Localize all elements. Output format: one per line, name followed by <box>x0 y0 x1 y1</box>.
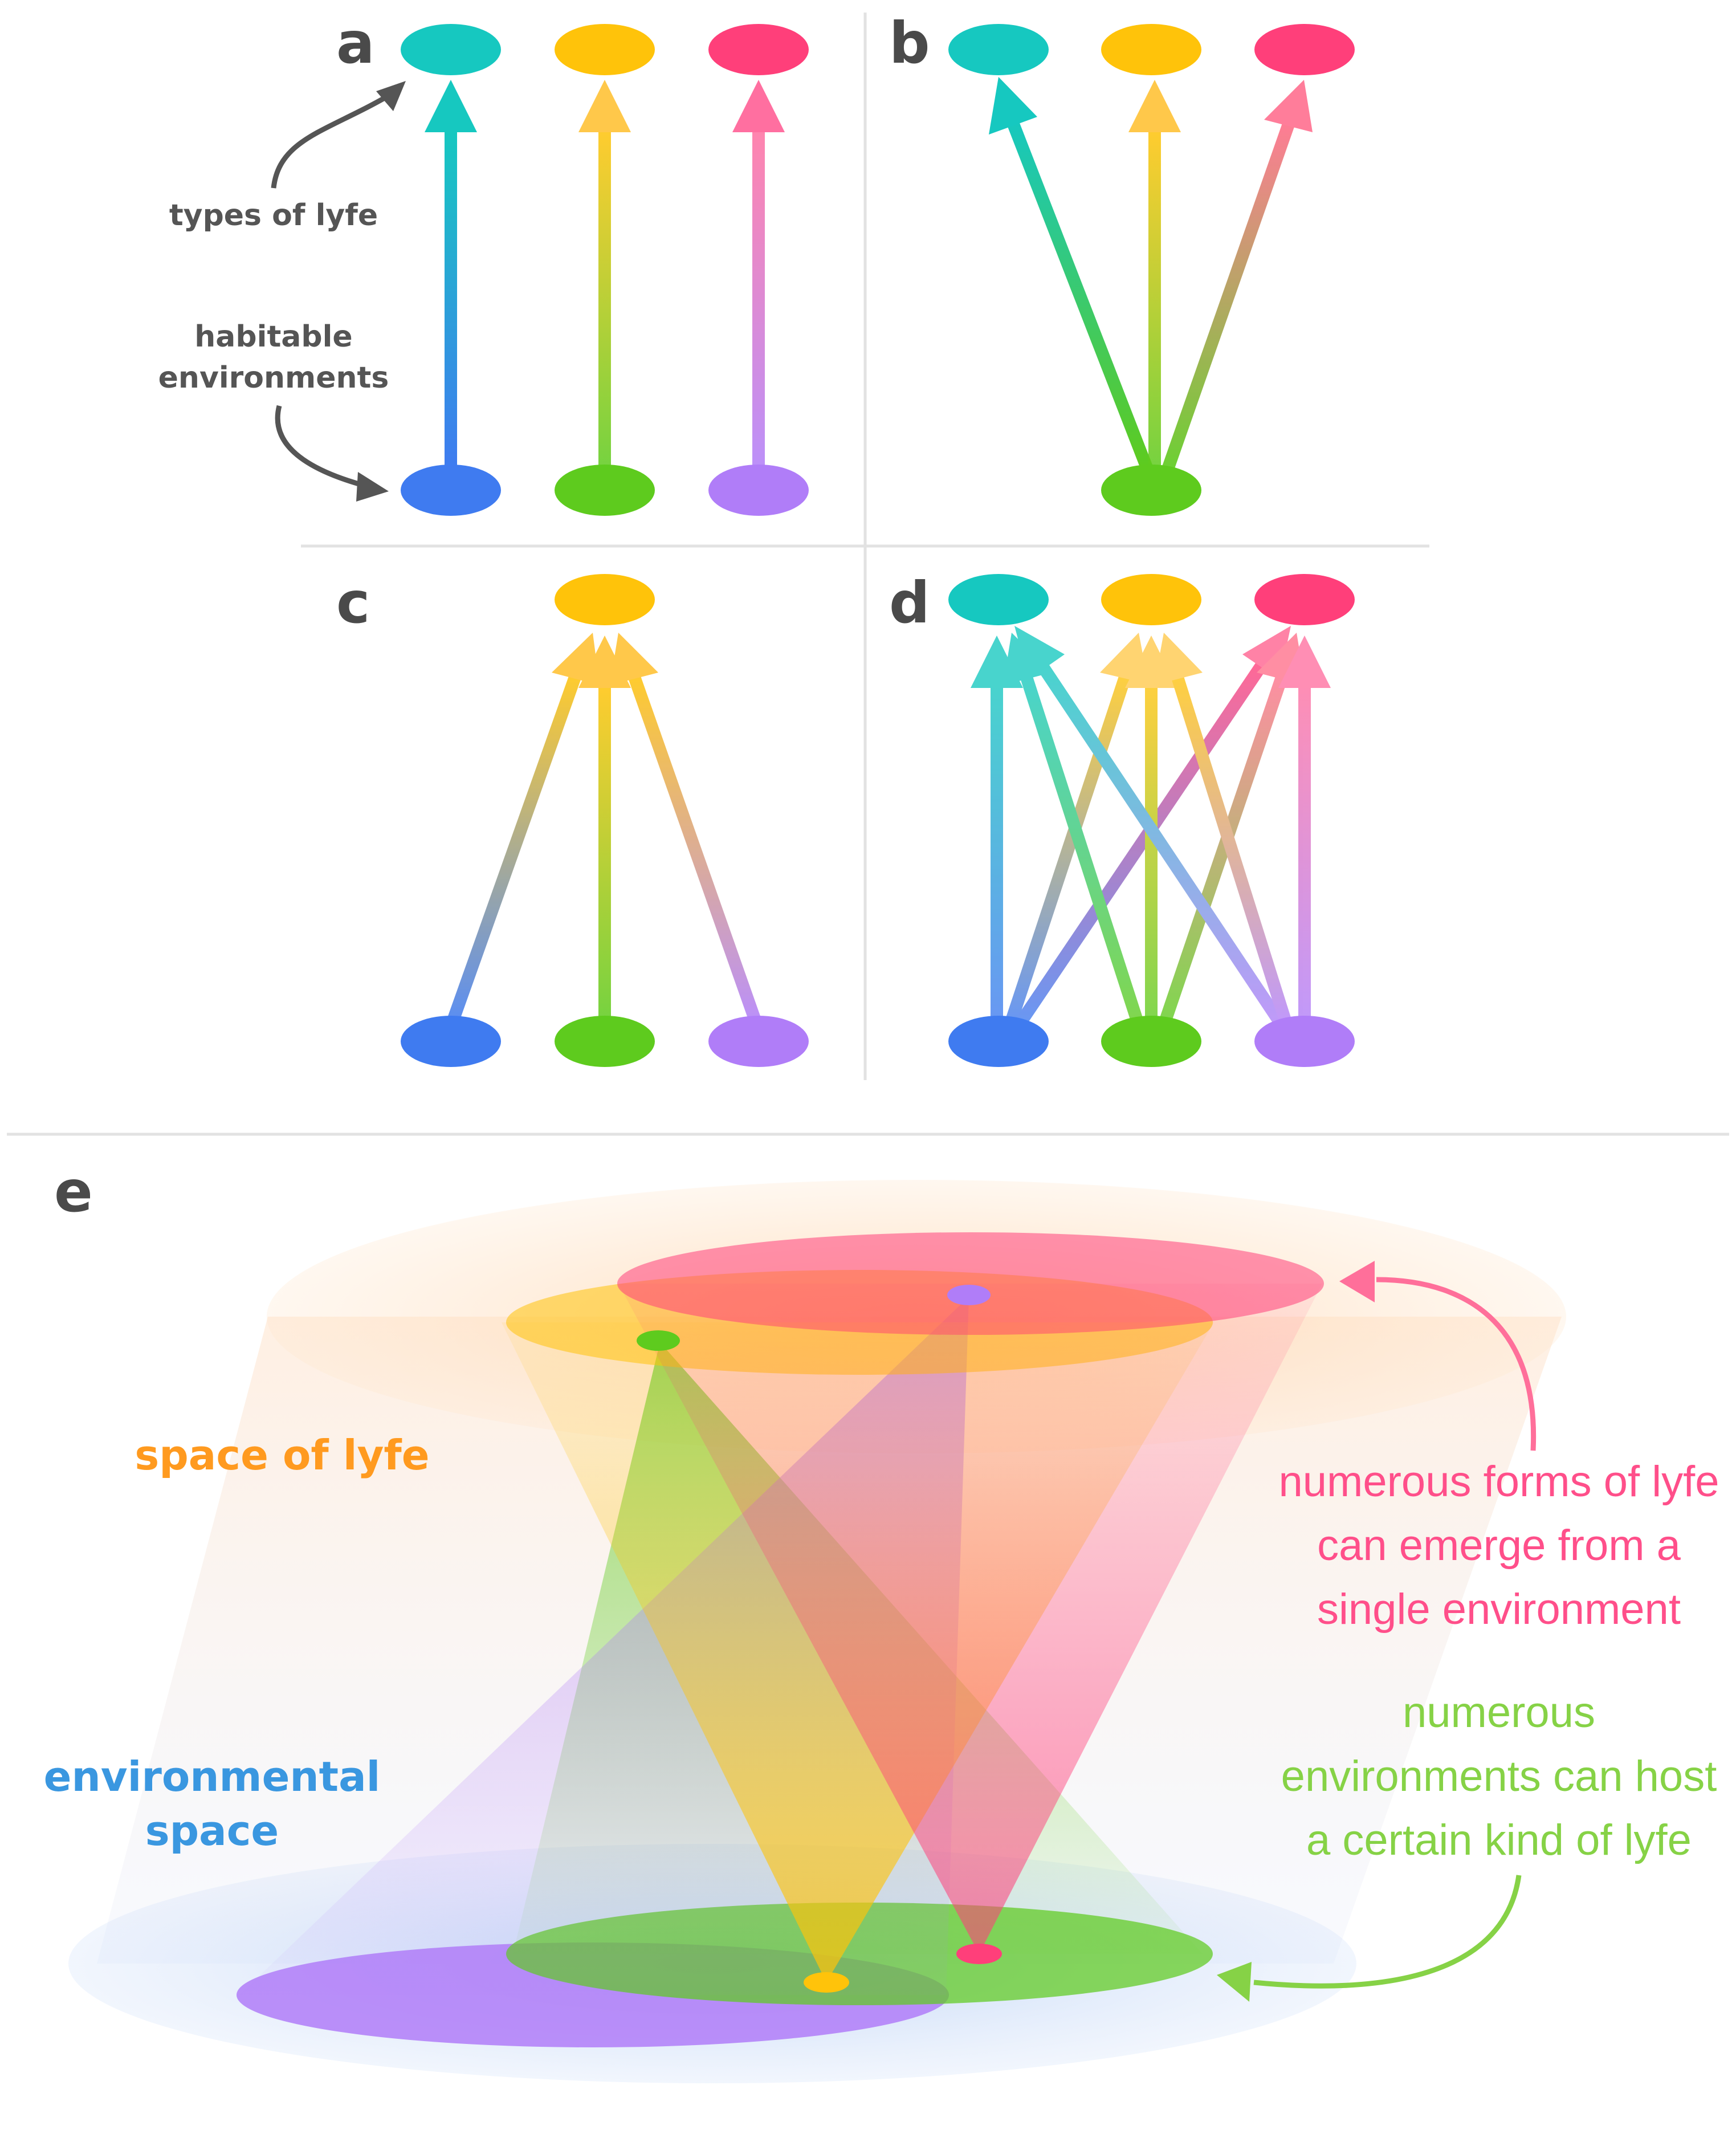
arrow-d-purple-to-pink <box>1278 636 1331 1020</box>
node-a-lyfe-yellow <box>555 24 655 75</box>
panel-letter-b: b <box>889 10 930 76</box>
node-c-env-blue <box>401 1016 501 1067</box>
label-environments: environments <box>158 361 389 395</box>
panel-letter-e: e <box>54 1158 93 1225</box>
arrow-b-green-to-teal <box>989 77 1153 470</box>
point-yellow <box>804 1972 849 1993</box>
annot-envs-line2: environments can host <box>1281 1752 1717 1801</box>
node-b-lyfe-pink <box>1254 24 1355 75</box>
arrow-d-purple-to-yellow <box>1154 633 1291 1023</box>
node-b-env-green <box>1101 465 1201 516</box>
label-space-of-lyfe: space of lyfe <box>135 1431 429 1479</box>
point-purple <box>947 1285 991 1305</box>
point-pink <box>956 1944 1002 1964</box>
grid-dividers <box>7 13 1729 1136</box>
arrow-d-purple-to-teal <box>1014 626 1288 1030</box>
cone-pink <box>618 1284 1322 1954</box>
arrow-c-purple-to-yellow <box>610 633 761 1023</box>
node-a-env-green <box>555 465 655 516</box>
label-environmental: environmental <box>44 1753 381 1801</box>
panel-letter-d: d <box>889 569 930 636</box>
arrowhead-envs-host-lyfe <box>1217 1962 1252 2002</box>
pointer-envs-host-lyfe <box>1253 1875 1522 1989</box>
arrowhead-types-of-lyfe <box>376 81 406 111</box>
panel-letter-a: a <box>336 10 374 76</box>
arrow-d-blue-to-teal <box>971 636 1023 1020</box>
node-b-lyfe-teal <box>948 24 1049 75</box>
panel-b: b <box>889 10 1355 516</box>
panel-c: c <box>336 569 809 1067</box>
node-d-env-green <box>1101 1016 1201 1067</box>
arrow-b-green-to-pink <box>1162 80 1313 470</box>
node-c-lyfe-yellow <box>555 574 655 625</box>
arrow-c-green-to-yellow <box>578 636 631 1020</box>
node-a-lyfe-pink <box>708 24 809 75</box>
arrowhead-forms-of-lyfe <box>1339 1261 1375 1302</box>
pointer-habitable-environments <box>275 405 366 488</box>
node-a-lyfe-teal <box>401 24 501 75</box>
arrow-c-blue-to-yellow <box>447 633 600 1023</box>
arrowhead-habitable-environments <box>356 472 389 502</box>
arrow-a-green-to-yellow <box>578 80 631 467</box>
annot-forms-line1: numerous forms of lyfe <box>1279 1457 1719 1506</box>
annot-forms-line2: can emerge from a <box>1317 1521 1681 1570</box>
node-b-lyfe-yellow <box>1101 24 1201 75</box>
node-a-env-purple <box>708 465 809 516</box>
node-d-env-blue <box>948 1016 1049 1067</box>
label-space: space <box>145 1807 279 1855</box>
node-d-lyfe-teal <box>948 574 1049 625</box>
label-types-of-lyfe: types of lyfe <box>169 198 378 233</box>
panel-a: a types of lyfe habitable environments <box>158 10 809 516</box>
point-green <box>637 1330 680 1351</box>
arrow-b-green-to-yellow <box>1128 80 1181 467</box>
arrow-a-purple-to-pink <box>732 80 785 467</box>
pointer-types-of-lyfe <box>271 89 398 189</box>
node-d-lyfe-pink <box>1254 574 1355 625</box>
node-c-env-green <box>555 1016 655 1067</box>
panel-letter-c: c <box>336 569 370 636</box>
annot-envs-line1: numerous <box>1403 1688 1595 1737</box>
label-habitable: habitable <box>194 320 352 354</box>
pointer-forms-of-lyfe <box>1376 1277 1537 1451</box>
panel-e: e space of lyfe environmental space nume… <box>44 1158 1719 2083</box>
annot-forms-line3: single environment <box>1317 1585 1681 1634</box>
node-d-lyfe-yellow <box>1101 574 1201 625</box>
node-d-env-purple <box>1254 1016 1355 1067</box>
panel-d: d <box>889 569 1355 1067</box>
node-c-env-purple <box>708 1016 809 1067</box>
node-a-env-blue <box>401 465 501 516</box>
annot-envs-line3: a certain kind of lyfe <box>1306 1816 1692 1864</box>
arrow-a-blue-to-teal <box>425 80 477 467</box>
